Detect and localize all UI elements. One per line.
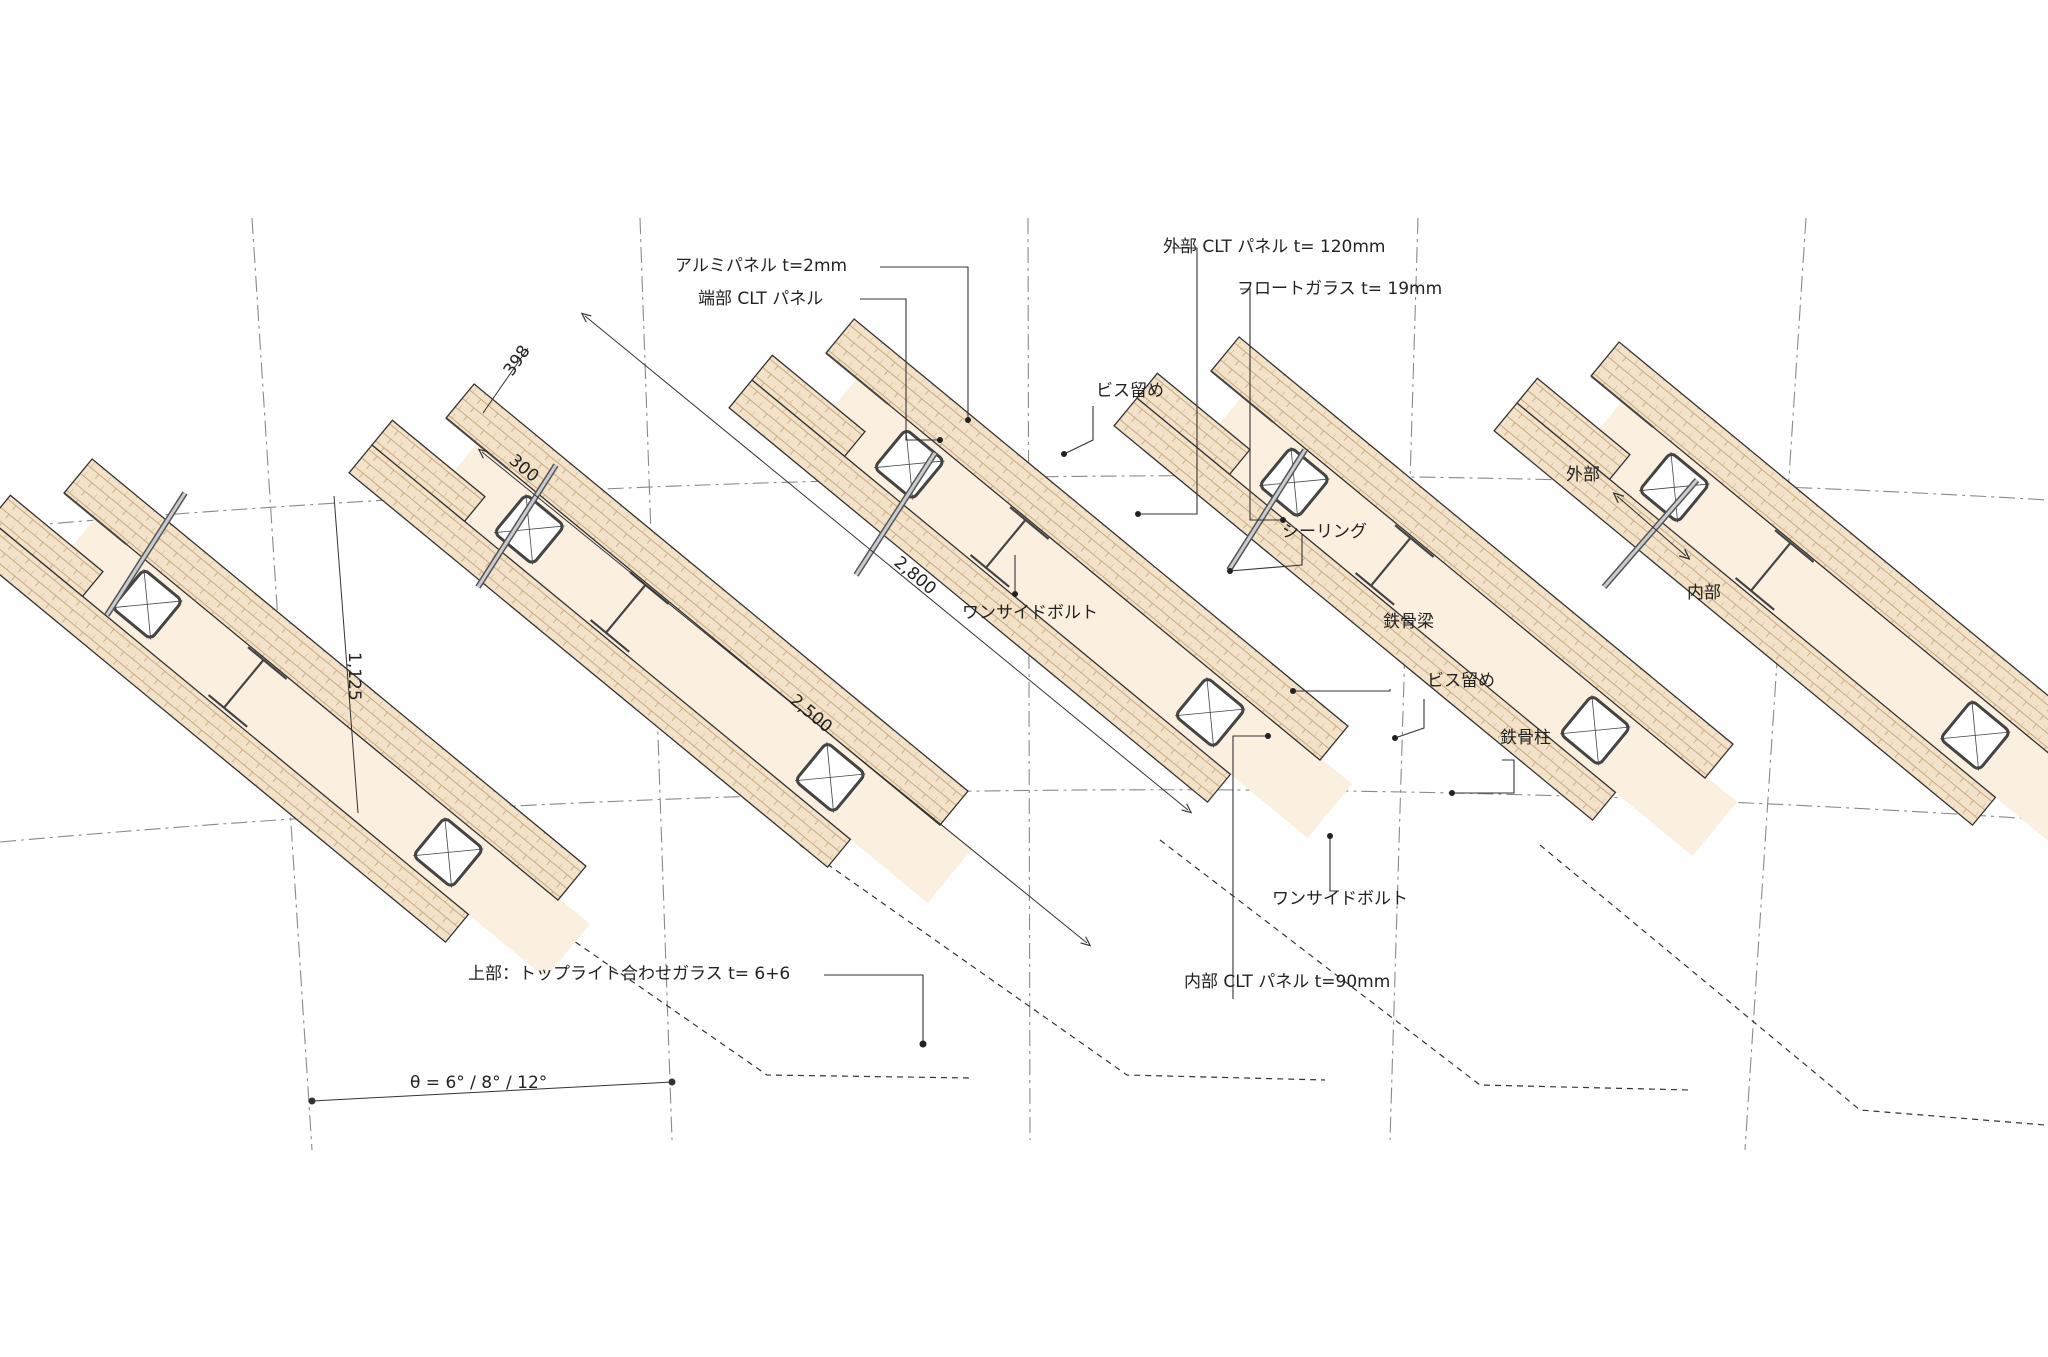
dim-line-2500 bbox=[482, 452, 1087, 943]
steel-beam bbox=[1370, 537, 1412, 587]
toplight-outline-3 bbox=[1159, 839, 1691, 1091]
wall-module-1 bbox=[0, 458, 591, 978]
label-interior: 内部 bbox=[1687, 583, 1721, 603]
steel-beam bbox=[1750, 542, 1792, 592]
label-screw-top: ビス留め bbox=[1096, 381, 1164, 401]
label-sealing: シーリング bbox=[1282, 522, 1367, 542]
label-one-side-bolt-bottom: ワンサイドボルト bbox=[1272, 889, 1408, 909]
label-steel-beam: 鉄骨梁 bbox=[1383, 612, 1434, 632]
label-toplight: 上部：トップライト合わせガラス t= 6+6 bbox=[468, 964, 790, 984]
label-inner-clt: 内部 CLT パネル t=90mm bbox=[1184, 972, 1390, 992]
inner-clt-panel bbox=[0, 519, 470, 944]
label-exterior: 外部 bbox=[1566, 465, 1600, 485]
end-clt-panel bbox=[0, 494, 104, 598]
leader-dots bbox=[919, 417, 1455, 1048]
label-one-side-bolt-top: ワンサイドボルト bbox=[962, 603, 1098, 623]
label-angle: θ = 6° / 8° / 12° bbox=[410, 1073, 547, 1093]
end-clt-panel bbox=[1516, 377, 1631, 481]
toplight-outline-2 bbox=[799, 844, 1326, 1081]
outer-clt-panel bbox=[1590, 341, 2048, 784]
grid-vertical-5 bbox=[1744, 217, 1807, 1151]
dim-line-1125 bbox=[333, 495, 359, 814]
toplight-outline-4 bbox=[1539, 844, 2046, 1126]
dim-line-angle bbox=[311, 1081, 673, 1102]
grid-vertical-4 bbox=[1389, 217, 1419, 1141]
label-float-glass: フロートガラス t= 19mm bbox=[1237, 279, 1442, 299]
steel-beam bbox=[223, 659, 265, 709]
label-screw-mid: ビス留め bbox=[1427, 671, 1495, 691]
label-alu-panel: アルミパネル t=2mm bbox=[675, 256, 847, 276]
dimension-lines bbox=[308, 316, 1188, 1105]
outer-clt-panel bbox=[1210, 336, 1734, 779]
alu-panel bbox=[1590, 375, 1654, 428]
leader-lines bbox=[824, 247, 1686, 1044]
label-steel-column: 鉄骨柱 bbox=[1500, 728, 1551, 748]
annotation-labels: アルミパネル t=2mm 端部 CLT パネル 外部 CLT パネル t= 12… bbox=[410, 237, 1721, 1093]
label-end-clt: 端部 CLT パネル bbox=[698, 289, 823, 309]
alu-panel bbox=[1210, 370, 1274, 423]
wall-module-4 bbox=[1113, 336, 1738, 856]
end-clt-panel bbox=[371, 419, 486, 523]
wall-modules bbox=[0, 318, 2048, 978]
dim-398: 398 bbox=[500, 342, 535, 380]
alu-panel bbox=[63, 492, 127, 545]
label-outer-clt: 外部 CLT パネル t= 120mm bbox=[1163, 237, 1385, 257]
dim-1125: 1,125 bbox=[344, 652, 364, 701]
dim-line-398 bbox=[482, 347, 529, 414]
